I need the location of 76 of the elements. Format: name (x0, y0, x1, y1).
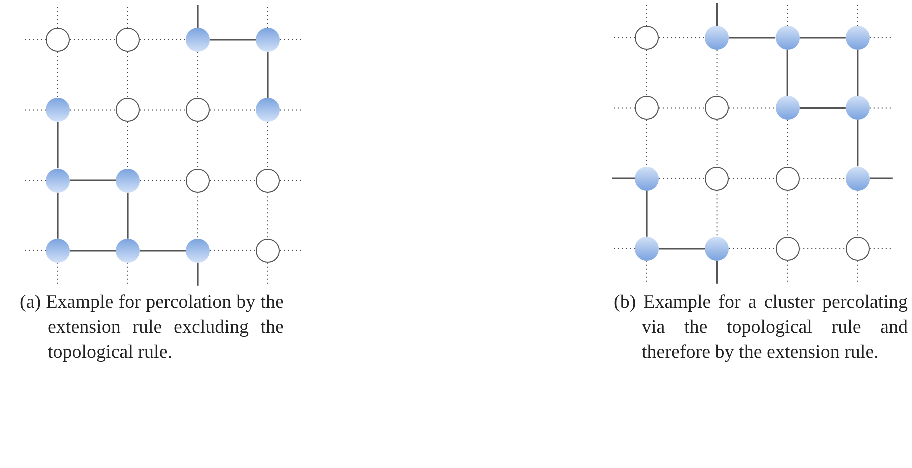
shaded-circle (46, 98, 70, 122)
dotted-line (612, 108, 636, 109)
solid-line (57, 192, 59, 239)
dotted-line (646, 2, 648, 26)
shaded-circle (776, 26, 800, 50)
shaded-circle (186, 28, 210, 52)
dotted-line (799, 178, 846, 180)
shaded-circle (635, 236, 659, 261)
solid-line (197, 5, 199, 28)
dotted-line (787, 120, 788, 168)
shaded-circle (705, 26, 730, 50)
shaded-circle (776, 96, 800, 120)
solid-line (716, 260, 718, 284)
dotted-line (728, 108, 776, 109)
shaded-circle (46, 238, 70, 263)
shaded-circle (256, 28, 280, 52)
shaded-circle (705, 236, 730, 261)
solid-line (210, 39, 256, 41)
shaded-circle (635, 166, 659, 191)
open-circle (635, 96, 659, 120)
dotted-line (869, 248, 894, 250)
solid-line (800, 108, 846, 110)
open-circle (846, 236, 870, 261)
solid-line (70, 180, 116, 182)
solid-line (70, 250, 116, 252)
dotted-line (787, 260, 788, 284)
open-circle (635, 26, 659, 50)
shaded-circle (846, 26, 870, 50)
open-circle (705, 166, 730, 191)
dotted-line (646, 50, 648, 97)
dotted-line (799, 248, 846, 250)
figure-caption: (a) Example for percolation by the extension rule excluding the topological rule. (20, 291, 284, 365)
shaded-circle (186, 238, 210, 263)
solid-line (267, 52, 269, 98)
shaded-circle (116, 238, 140, 263)
open-circle (46, 28, 70, 52)
dotted-line (716, 120, 718, 168)
open-circle (776, 166, 800, 191)
open-circle (705, 96, 730, 120)
solid-line (57, 122, 59, 169)
open-circle (116, 98, 140, 122)
shaded-circle (256, 98, 280, 122)
solid-line (857, 120, 859, 167)
shaded-circle (846, 166, 870, 191)
open-circle (256, 238, 280, 263)
open-circle (186, 98, 210, 122)
dotted-line (646, 260, 648, 284)
open-circle (116, 28, 140, 52)
dotted-line (728, 178, 776, 180)
solid-line (612, 178, 635, 180)
dotted-line (716, 190, 718, 238)
open-circle (186, 168, 210, 193)
solid-line (716, 3, 718, 26)
dotted-line (646, 120, 648, 168)
solid-line (659, 248, 706, 250)
shaded-circle (846, 96, 870, 120)
dotted-line (716, 50, 718, 97)
solid-line (870, 178, 893, 180)
solid-line (127, 192, 129, 239)
solid-line (786, 50, 788, 96)
open-circle (776, 236, 800, 261)
shaded-circle (46, 168, 70, 193)
dotted-line (869, 108, 894, 109)
dotted-line (728, 248, 776, 250)
dotted-line (857, 190, 858, 238)
solid-line (800, 37, 846, 39)
shaded-circle (116, 168, 140, 193)
solid-line (140, 250, 186, 252)
solid-line (857, 50, 859, 96)
open-circle (256, 168, 280, 193)
dotted-line (787, 190, 788, 238)
solid-line (729, 37, 776, 39)
solid-line (646, 190, 648, 237)
figure-caption: (b) Example for a cluster percolating via the topological rule and therefore by the extension rule. (614, 291, 908, 365)
solid-line (197, 262, 199, 286)
dotted-line (857, 260, 858, 284)
